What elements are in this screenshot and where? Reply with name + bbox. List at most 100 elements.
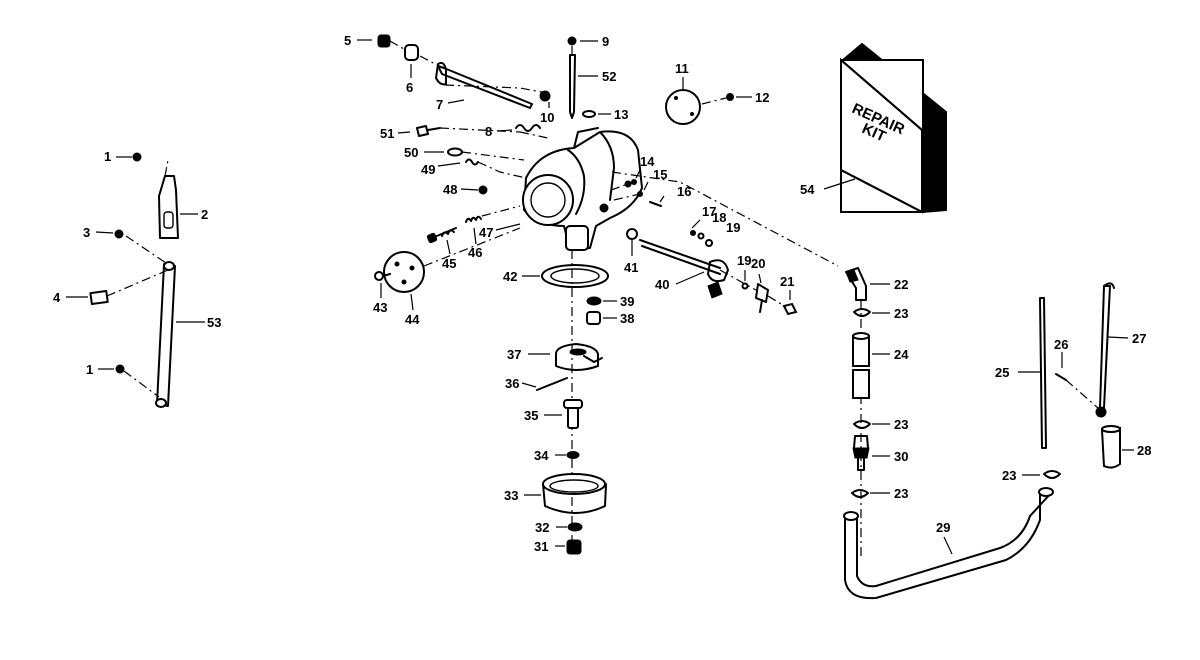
label-34: 34 [534,448,549,463]
label-9: 9 [602,34,609,49]
part-53-long-rod [156,263,176,407]
label-33: 33 [504,488,518,503]
part-52-needle [569,54,576,119]
label-6: 6 [406,80,413,95]
part-53-bottom-eye [155,398,167,408]
part-7-lever [435,61,447,86]
label-19-bottom: 19 [737,253,751,268]
part-19-clip [705,239,713,247]
idle-screw-group [426,205,521,255]
part-4-block [89,289,109,306]
part-2-link-arm [158,175,179,239]
part-6-bushing [404,44,419,61]
label-27: 27 [1132,331,1146,346]
part-27-rod [1099,285,1111,409]
choke-shaft-group [357,34,611,139]
part-20-lever [755,283,769,303]
label-18: 18 [712,210,726,225]
label-40: 40 [655,277,669,292]
label-42: 42 [503,269,517,284]
linkage-rods-right [1018,282,1134,479]
part-18-ball [697,232,705,240]
label-31: 31 [534,539,548,554]
part-16-screw [649,201,662,207]
label-4: 4 [53,290,61,305]
part-2-slot [163,211,174,229]
part-19b-clip [741,282,749,290]
part-9-cap [567,36,577,46]
part-42-gasket [541,264,609,288]
part-31-nut [566,539,582,555]
part-32-washer [567,522,583,532]
label-12: 12 [755,90,769,105]
part-5-screw [377,34,391,48]
label-51: 51 [380,126,394,141]
label-45: 45 [442,256,456,271]
part-29-fuel-line [843,487,1054,600]
label-54: 54 [800,182,815,197]
fuel-fitting-group [611,171,890,560]
label-1-bottom: 1 [86,362,93,377]
label-2: 2 [201,207,208,222]
bowl-stack [521,228,638,555]
label-7: 7 [436,97,443,112]
label-37: 37 [507,347,521,362]
part-40-throttle-shaft [639,239,721,269]
part-44-plate [383,251,425,293]
part-1-top-clip [132,152,142,162]
label-21: 21 [780,274,794,289]
part-49-spring [465,158,479,166]
label-29: 29 [936,520,950,535]
part-number-labels: 1 2 3 4 53 1 5 6 7 8 9 10 52 13 11 12 54… [53,33,1151,554]
label-48: 48 [443,182,457,197]
part-13-oring [582,110,596,118]
label-16: 16 [677,184,691,199]
part-11-cover-plate [665,89,701,125]
label-43: 43 [373,300,387,315]
label-47: 47 [479,225,493,240]
part-41-jet [626,228,638,240]
part-12-screw [726,93,734,101]
label-28: 28 [1137,443,1151,458]
part-24-hose [852,335,870,367]
label-26: 26 [1054,337,1068,352]
part-3-clip [114,229,124,239]
part-46-spring [465,215,482,223]
label-11: 11 [675,61,689,76]
label-41: 41 [624,260,638,275]
label-23-b: 23 [894,417,908,432]
label-52: 52 [602,69,616,84]
part-38-seat [586,311,601,325]
part-23-clamp-a [853,308,871,317]
label-5: 5 [344,33,351,48]
part-25-rod [1039,297,1047,449]
part-37-float [555,343,599,371]
body-left-small-parts [397,125,527,195]
label-38: 38 [620,311,634,326]
label-17: 17 [702,204,716,219]
label-24: 24 [894,347,909,362]
part-17-ball [690,230,696,236]
label-36: 36 [505,376,519,391]
label-19-top: 19 [726,220,740,235]
part-23-clamp-d [1043,470,1061,479]
part-10-nut [539,90,551,102]
label-23-d: 23 [1002,468,1016,483]
part-43-screw [374,271,384,281]
part-22-elbow-fitting [845,267,867,301]
part-48-plug [478,185,488,195]
label-1-top: 1 [104,149,111,164]
label-23-a: 23 [894,306,908,321]
part-50-washer [447,147,463,157]
label-49: 49 [421,162,435,177]
part-35-jet-tube [567,405,579,429]
plate-group [374,227,521,311]
part-1-bottom-clip [115,364,125,374]
label-39: 39 [620,294,634,309]
part-54-repair-kit: REPAIR KIT [823,43,947,214]
part-39-washer [586,296,602,306]
label-30: 30 [894,449,908,464]
label-32: 32 [535,520,549,535]
label-23-c: 23 [894,486,908,501]
